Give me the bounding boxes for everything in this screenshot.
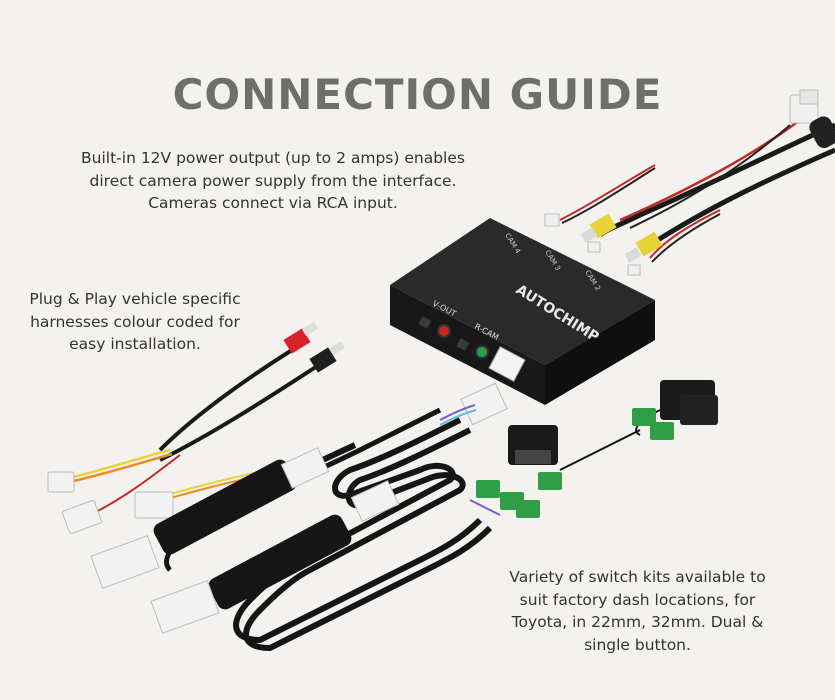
rca-leads [158,321,346,462]
power-output-description: Built-in 12V power output (up to 2 amps)… [81,149,465,212]
small-wires [47,448,301,535]
main-harness [90,382,508,652]
camera-cables [544,89,835,263]
yellow-rca-plug [580,213,663,276]
switch-kit-description: Variety of switch kits available to suit… [509,568,766,654]
page-title: CONNECTION GUIDE [172,70,663,119]
harness-description: Plug & Play vehicle specific harnesses c… [29,290,241,353]
switch-kits [469,380,718,518]
interface-box: AUTOCHIMP CAM 4 CAM 3 CAM 2 V-OUT R-CAM [390,218,655,405]
